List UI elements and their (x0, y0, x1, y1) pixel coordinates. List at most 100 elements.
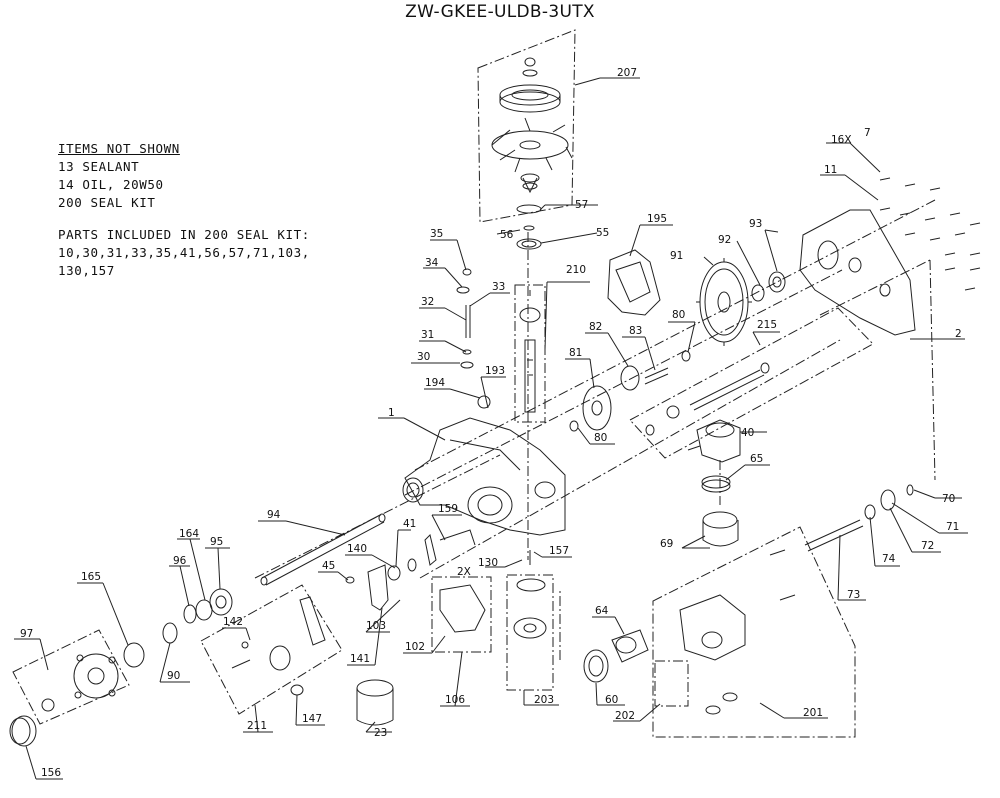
callout-193: 193 (485, 365, 505, 377)
callout-35: 35 (430, 228, 443, 240)
assembly-203 (513, 550, 547, 639)
callout-94: 94 (267, 509, 281, 521)
block-64 (611, 629, 649, 663)
callout-103: 103 (366, 620, 386, 632)
axle-94 (260, 513, 386, 586)
callout-141: 141 (350, 653, 370, 665)
axle-215 (645, 362, 770, 436)
callout-211: 211 (247, 720, 267, 732)
center-section-201 (679, 549, 796, 715)
callout-30: 30 (417, 351, 430, 363)
callout-1: 1 (388, 407, 395, 419)
callout-71: 71 (946, 521, 959, 533)
guard-106 (439, 584, 486, 633)
callout-74: 74 (882, 553, 896, 565)
callout-45: 45 (322, 560, 335, 572)
callout-80b: 80 (594, 432, 607, 444)
callout-31: 31 (421, 329, 434, 341)
callout-82: 82 (589, 321, 602, 333)
seal-57 (516, 204, 542, 214)
callout-93: 93 (749, 218, 762, 230)
seal-55 (516, 238, 542, 250)
callout-34: 34 (425, 257, 439, 269)
callout-157: 157 (549, 545, 569, 557)
group-202-outline (654, 660, 689, 707)
callout-165: 165 (81, 571, 101, 583)
callout-55: 55 (596, 227, 609, 239)
group-211-outline (200, 584, 343, 715)
callout-210: 210 (566, 264, 586, 276)
washer-56 (523, 225, 535, 231)
callout-202: 202 (615, 710, 635, 722)
callout-16x: 16X (831, 134, 852, 146)
callout-95: 95 (210, 536, 223, 548)
washer-80b (569, 420, 579, 432)
cover-195 (607, 249, 661, 316)
callout-7: 7 (864, 127, 871, 139)
callout-130: 130 (478, 557, 498, 569)
gear-91 (696, 258, 752, 346)
callout-90: 90 (167, 670, 180, 682)
shift-stack-30-35 (456, 268, 491, 409)
callout-91: 91 (670, 250, 683, 262)
callout-32: 32 (421, 296, 434, 308)
callout-60: 60 (605, 694, 618, 706)
kit-line: 10,30,31,33,35,41,56,57,71,103, (58, 245, 310, 260)
gear-82 (620, 365, 640, 391)
callout-207: 207 (617, 67, 637, 79)
callout-164: 164 (179, 528, 199, 540)
group-210-outline (514, 284, 546, 423)
callout-41: 41 (403, 518, 416, 530)
notes-heading: ITEMS NOT SHOWN (58, 141, 180, 156)
callout-80a: 80 (672, 309, 685, 321)
callout-64: 64 (595, 605, 609, 617)
note-line: 200 SEAL KIT (58, 195, 156, 210)
washer-45 (345, 576, 355, 584)
housing-cover-2 (799, 209, 916, 336)
shaft-83 (644, 367, 669, 379)
shaft-210 (519, 290, 541, 413)
bearing-95 (209, 588, 233, 616)
callout-147: 147 (302, 713, 322, 725)
note-line: 14 OIL, 20W50 (58, 177, 164, 192)
callout-96: 96 (173, 555, 187, 567)
callout-195: 195 (647, 213, 667, 225)
gear-72 (880, 489, 896, 511)
callout-2x: 2X (457, 566, 471, 578)
callout-69: 69 (660, 538, 673, 550)
callout-70: 70 (942, 493, 955, 505)
diagram-title: ZW-GKEE-ULDB-3UTX (405, 2, 595, 22)
callout-203: 203 (534, 694, 554, 706)
notes-block: ITEMS NOT SHOWN 13 SEALANT 14 OIL, 20W50… (58, 140, 310, 280)
callout-72: 72 (921, 540, 934, 552)
brake-assembly-211 (231, 596, 326, 696)
hub-165 (123, 642, 145, 668)
pulley-fan-207 (491, 57, 573, 194)
cap-156 (9, 715, 37, 747)
callout-83: 83 (629, 325, 642, 337)
callout-215: 215 (757, 319, 777, 331)
seal-164 (195, 599, 213, 621)
callout-142: 142 (223, 616, 243, 628)
group-106-outline (431, 576, 492, 653)
callout-labels: 207 57 56 55 195 93 92 91 16X 7 11 2 35 … (20, 67, 962, 779)
callout-2: 2 (955, 328, 962, 340)
clip-70 (906, 484, 914, 496)
callout-194: 194 (425, 377, 445, 389)
callout-57: 57 (575, 199, 588, 211)
main-housing-1 (402, 417, 566, 536)
washer-74 (864, 504, 876, 520)
callout-81: 81 (569, 347, 582, 359)
gear-81 (582, 385, 612, 431)
shaft-73 (804, 519, 864, 552)
group-97-outline (12, 629, 130, 725)
washer-92 (751, 284, 765, 302)
cover-60 (583, 649, 609, 683)
callout-97: 97 (20, 628, 33, 640)
callout-156: 156 (41, 767, 61, 779)
bracket-141 (367, 564, 389, 611)
arm-140 (424, 534, 437, 566)
hub-97 (41, 653, 119, 712)
